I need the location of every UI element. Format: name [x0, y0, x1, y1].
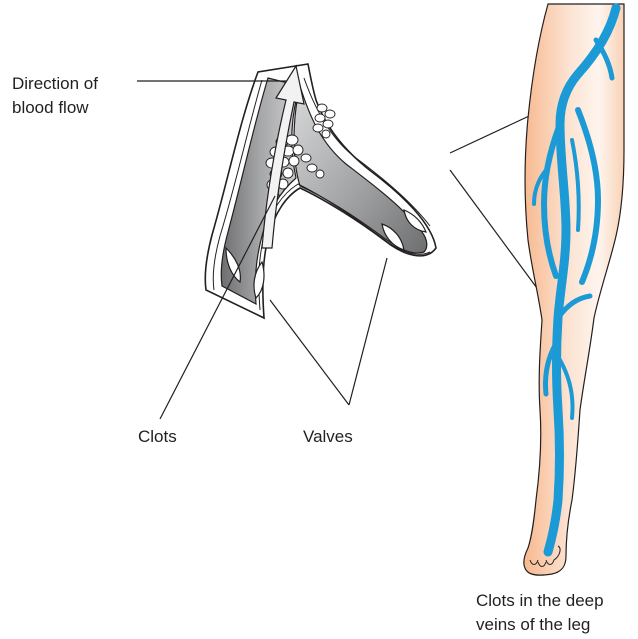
valves-label: Valves	[303, 425, 353, 449]
clots-label: Clots	[138, 425, 177, 449]
direction-label-line2: blood flow	[12, 96, 98, 120]
vein-cross-section	[205, 64, 436, 318]
deep-caption-line2: veins of the leg	[476, 613, 604, 637]
direction-label-line1: Direction of	[12, 72, 98, 96]
leg-outline	[524, 4, 624, 575]
leg-illustration	[524, 4, 624, 575]
valves-pointer-left	[270, 300, 349, 405]
deep-caption-line1: Clots in the deep	[476, 589, 604, 613]
pointer-lines	[137, 81, 559, 419]
direction-of-blood-flow-label: Direction of blood flow	[12, 72, 98, 120]
deep-veins-caption: Clots in the deep veins of the leg	[476, 589, 604, 637]
valves-pointer-right	[349, 258, 387, 405]
